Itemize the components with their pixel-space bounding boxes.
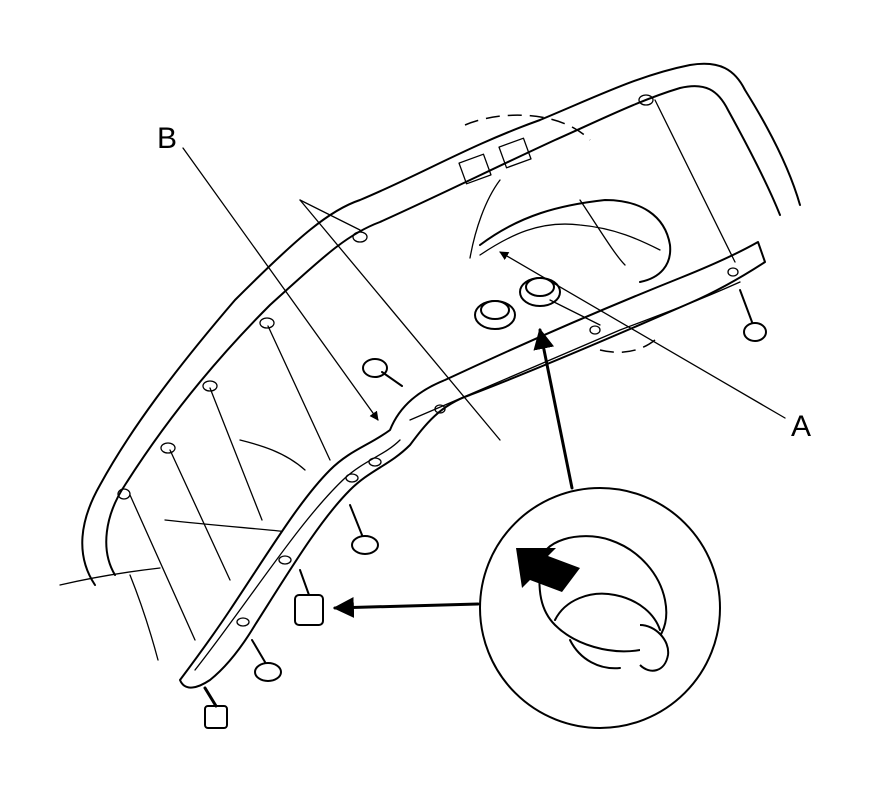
bracket-2	[498, 137, 532, 169]
clip-4	[349, 504, 379, 555]
clip-3	[362, 358, 403, 387]
clip-7	[294, 569, 324, 626]
clip-detail-callout	[332, 327, 721, 729]
hole-1	[352, 231, 368, 243]
hole-6	[638, 94, 654, 106]
tailgate-panel	[59, 62, 801, 661]
push-direction-icon	[516, 548, 580, 592]
bracket-1	[458, 153, 492, 185]
hole-2	[259, 317, 275, 329]
panel-clip-holes	[117, 94, 654, 500]
clip-2	[474, 300, 516, 330]
clip-1	[519, 277, 561, 307]
hole-4	[160, 442, 176, 454]
hole-3	[202, 380, 218, 392]
clip-6	[739, 289, 767, 342]
bolt	[203, 686, 228, 729]
hole-5	[117, 488, 131, 500]
leader-lines	[129, 99, 786, 641]
trim-panel-b	[179, 241, 766, 689]
clips	[203, 277, 767, 729]
label-b: B	[157, 122, 177, 155]
clip-5	[251, 639, 282, 682]
detail-pointer	[533, 327, 574, 490]
label-a: A	[791, 410, 811, 443]
detail-arrow-left	[332, 596, 480, 618]
